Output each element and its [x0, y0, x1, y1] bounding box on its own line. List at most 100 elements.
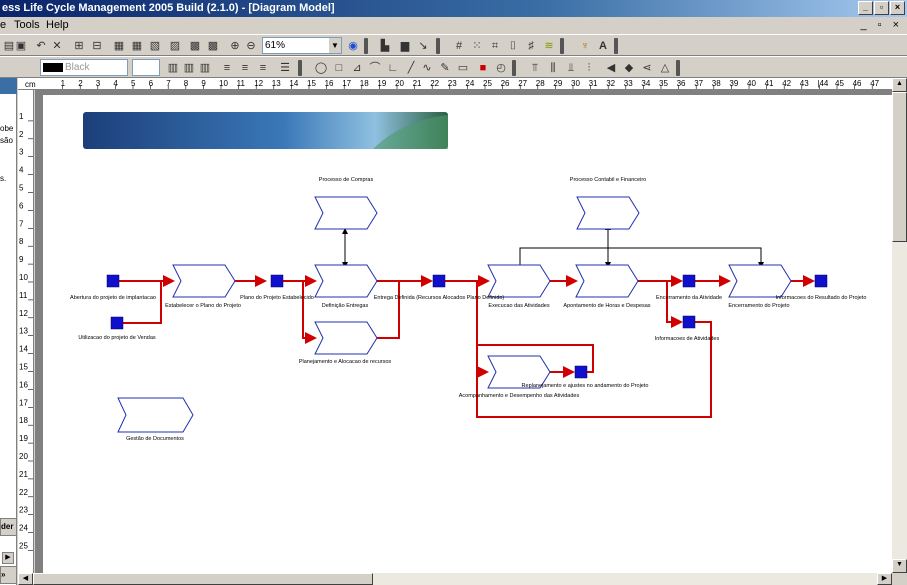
- arc-tool-icon[interactable]: ⌒: [369, 62, 381, 74]
- bullets-icon[interactable]: ☰: [280, 62, 290, 74]
- curve-tool-icon[interactable]: ∿: [422, 62, 432, 74]
- left-panel-tab[interactable]: der: [0, 518, 17, 536]
- line-color-select[interactable]: Black: [40, 59, 128, 76]
- unlock-icon[interactable]: ▩: [207, 40, 219, 52]
- format-painter-icon[interactable]: ♆: [580, 40, 590, 52]
- order-icon[interactable]: ⋖: [642, 62, 652, 74]
- menu-help[interactable]: Help: [46, 19, 69, 31]
- function-processo-compras[interactable]: [314, 196, 378, 230]
- theme-icon[interactable]: ≋: [544, 40, 554, 52]
- zoom-out-icon[interactable]: ⊖: [246, 40, 256, 52]
- function-estabelecer-plano[interactable]: [172, 264, 236, 298]
- banner-decoration: [373, 115, 448, 149]
- ellipse-tool-icon[interactable]: ◯: [314, 62, 328, 74]
- image-tool-icon[interactable]: ▭: [457, 62, 469, 74]
- send-back-icon[interactable]: ▨: [169, 40, 181, 52]
- event-replanejamento[interactable]: [574, 365, 588, 379]
- function-apontamento[interactable]: [575, 264, 639, 298]
- align-center-icon[interactable]: ≡: [241, 62, 249, 74]
- event-informacoes-resultado[interactable]: [814, 274, 828, 288]
- grid-icon[interactable]: #: [455, 40, 463, 52]
- ruler-label: 17: [19, 398, 28, 407]
- lock-icon[interactable]: ▩: [189, 40, 201, 52]
- align-icon[interactable]: ⊞: [74, 40, 84, 52]
- align-right-icon[interactable]: ≡: [259, 62, 267, 74]
- delete-icon[interactable]: ✕: [52, 40, 62, 52]
- flip-vertical-icon[interactable]: ◆: [624, 62, 634, 74]
- ruler-label: 47: [870, 79, 879, 88]
- align-left-icon[interactable]: ≡: [223, 62, 231, 74]
- flip-horizontal-icon[interactable]: ◀: [606, 62, 616, 74]
- page-setup-icon[interactable]: ▙: [380, 40, 390, 52]
- vertical-scroll-thumb[interactable]: [892, 92, 907, 242]
- align-middle-icon[interactable]: ⫼: [550, 62, 556, 74]
- triangle-icon[interactable]: △: [660, 62, 670, 74]
- event-plano-estabelecido[interactable]: [270, 274, 284, 288]
- layout-icon[interactable]: ♯: [528, 40, 534, 52]
- dots-grid-icon[interactable]: ⁙: [472, 40, 482, 52]
- distribute-icon[interactable]: ⊟: [92, 40, 102, 52]
- underline-icon[interactable]: ▥: [199, 62, 211, 74]
- scroll-left-icon[interactable]: ◀: [18, 573, 33, 585]
- scroll-up-icon[interactable]: ▲: [892, 78, 907, 92]
- menu-tools[interactable]: Tools: [14, 19, 40, 31]
- event-abertura[interactable]: [106, 274, 120, 288]
- scroll-right-icon[interactable]: ▶: [877, 573, 892, 585]
- vertical-scrollbar[interactable]: ▲ ▼: [892, 78, 907, 573]
- minimize-button[interactable]: _: [858, 1, 873, 15]
- freehand-tool-icon[interactable]: ✎: [440, 62, 450, 74]
- horizontal-scrollbar[interactable]: ◀ ▶: [18, 573, 892, 585]
- function-execucao[interactable]: [487, 264, 551, 298]
- function-processo-contabil[interactable]: [576, 196, 640, 230]
- chevron-down-icon[interactable]: ▼: [329, 38, 341, 53]
- close-button[interactable]: ×: [890, 1, 905, 15]
- open-icon[interactable]: ▤: [3, 40, 15, 52]
- diagram-canvas[interactable]: Processo de Compras Processo Contabil e …: [35, 90, 892, 573]
- ruler-label: 23: [448, 79, 457, 88]
- group-icon[interactable]: ▦: [113, 40, 125, 52]
- rectangle-tool-icon[interactable]: □: [335, 62, 343, 74]
- bold-icon[interactable]: ▥: [167, 62, 179, 74]
- zoom-in-icon[interactable]: ⊕: [230, 40, 240, 52]
- event-utilizacao[interactable]: [110, 316, 124, 330]
- event-informacoes-atividades[interactable]: [682, 315, 696, 329]
- restore-button[interactable]: ▫: [874, 1, 889, 15]
- function-encerramento-projeto[interactable]: [728, 264, 792, 298]
- function-definicao-entregas[interactable]: [314, 264, 378, 298]
- line-tool-icon[interactable]: ╱: [407, 62, 415, 74]
- menu-file[interactable]: e: [0, 19, 7, 31]
- align-bottom-icon[interactable]: ⫫: [567, 62, 575, 74]
- diagram-page[interactable]: Processo de Compras Processo Contabil e …: [43, 95, 892, 573]
- function-gestao-documentos[interactable]: [117, 397, 194, 433]
- guides-icon[interactable]: ⌷: [509, 40, 517, 52]
- text-style-icon[interactable]: A: [599, 40, 607, 52]
- event-entrega-definida[interactable]: [432, 274, 446, 288]
- align-top-icon[interactable]: ⫪: [531, 62, 539, 74]
- ruler-label: 34: [641, 79, 650, 88]
- scroll-right-icon[interactable]: ▶: [2, 552, 14, 564]
- event-encerramento-atividade[interactable]: [682, 274, 696, 288]
- ungroup-icon[interactable]: ▦: [131, 40, 143, 52]
- undo-icon[interactable]: ↶: [36, 40, 46, 52]
- distribute-horizontal-icon[interactable]: ⫶: [587, 62, 591, 74]
- polygon-tool-icon[interactable]: ⊿: [352, 62, 362, 74]
- function-acompanhamento[interactable]: [487, 355, 551, 389]
- paste-icon[interactable]: ▣: [15, 40, 27, 52]
- italic-icon[interactable]: ▥: [183, 62, 195, 74]
- left-panel-expand[interactable]: »: [0, 566, 17, 584]
- help-icon[interactable]: ◉: [348, 40, 358, 52]
- elbow-tool-icon[interactable]: ∟: [387, 62, 399, 74]
- line-width-select[interactable]: [132, 59, 160, 76]
- scroll-down-icon[interactable]: ▼: [892, 559, 907, 573]
- diagram-svg[interactable]: Processo de Compras Processo Contabil e …: [43, 95, 892, 573]
- mdi-controls[interactable]: _ ▫ ×: [860, 19, 903, 31]
- bring-front-icon[interactable]: ▧: [149, 40, 161, 52]
- function-planejamento[interactable]: [314, 321, 378, 355]
- zoom-select[interactable]: 61% ▼: [262, 37, 342, 54]
- page-icon[interactable]: ▆: [400, 40, 410, 52]
- snap-icon[interactable]: ⌗: [491, 40, 499, 52]
- connector-icon[interactable]: ↘: [418, 40, 428, 52]
- rotate-icon[interactable]: ◴: [496, 62, 506, 74]
- horizontal-scroll-thumb[interactable]: [33, 573, 373, 585]
- fill-color-icon[interactable]: ■: [479, 62, 487, 74]
